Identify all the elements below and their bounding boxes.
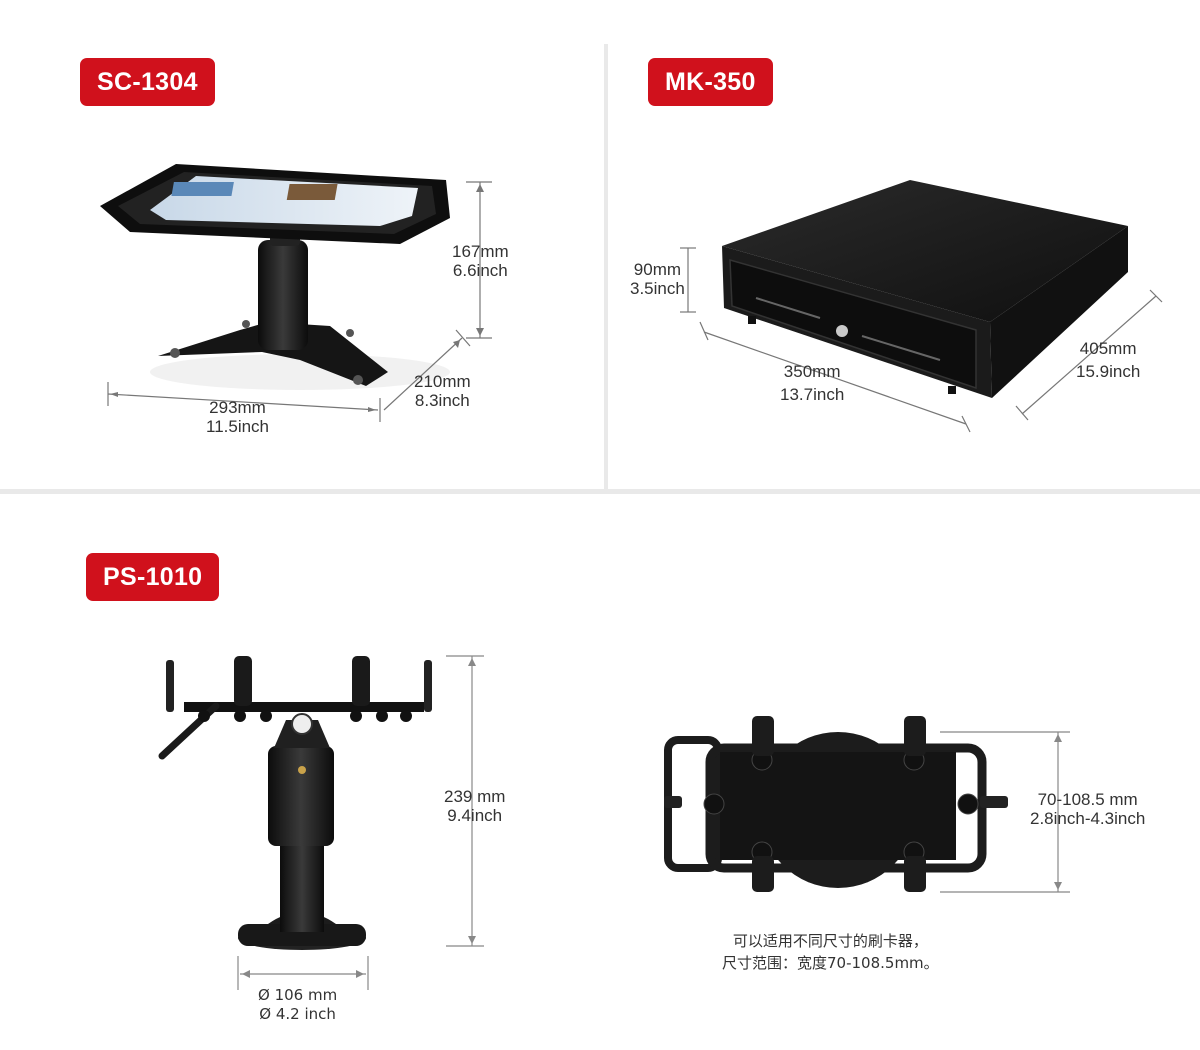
ps1010-clamp-range-inch: 2.8inch-4.3inch <box>1030 809 1146 828</box>
mk350-drawer-image <box>722 180 1128 398</box>
badge-sc1304: SC-1304 <box>80 58 215 106</box>
mk350-height-mm: 90mm <box>633 260 682 279</box>
note-line-1: 可以适用不同尺寸的刷卡器， <box>732 932 928 950</box>
mk350-dimension-lines <box>680 247 1163 433</box>
mk350-height-inch: 3.5inch <box>630 279 685 298</box>
sc1304-height-label: 167mm 6.6inch <box>452 242 509 280</box>
mk350-width-inch: 13.7inch <box>780 385 845 404</box>
sc1304-width-label: 293mm 11.5inch <box>206 398 269 436</box>
sc1304-depth-label: 210mm 8.3inch <box>414 372 471 410</box>
sc1304-depth-inch: 8.3inch <box>414 391 470 410</box>
ps1010-height-label: 239 mm 9.4inch <box>444 787 505 825</box>
ps1010-height-mm: 239 mm <box>444 787 506 806</box>
ps1010-base-mm: Ø 106 mm <box>258 986 338 1004</box>
ps1010-height-inch: 9.4inch <box>447 806 503 825</box>
ps1010-clamp-range-label: 70-108.5 mm 2.8inch-4.3inch <box>1030 790 1145 828</box>
horizontal-divider <box>0 489 1200 494</box>
sc1304-dimension-lines <box>107 181 492 422</box>
ps1010-top-view-image <box>664 716 1008 892</box>
mk350-width-label: 350mm 13.7inch <box>780 360 844 406</box>
mk350-width-mm: 350mm <box>783 362 841 381</box>
sc1304-height-inch: 6.6inch <box>452 261 508 280</box>
ps1010-base-label: Ø 106 mm Ø 4.2 inch <box>258 986 337 1024</box>
badge-ps1010: PS-1010 <box>86 553 220 601</box>
sc1304-depth-mm: 210mm <box>414 372 471 391</box>
sc1304-height-mm: 167mm <box>452 242 509 261</box>
mk350-depth-inch: 15.9inch <box>1076 362 1141 381</box>
badge-mk350: MK-350 <box>648 58 773 106</box>
mk350-height-label: 90mm 3.5inch <box>630 260 685 298</box>
mk350-depth-mm: 405mm <box>1079 339 1137 358</box>
ps1010-stand-image <box>158 656 432 950</box>
sc1304-stand-image <box>100 164 450 390</box>
ps1010-clamp-range-mm: 70-108.5 mm <box>1037 790 1138 809</box>
sc1304-width-inch: 11.5inch <box>206 417 270 436</box>
ps1010-base-inch: Ø 4.2 inch <box>259 1005 336 1023</box>
vertical-divider <box>604 44 608 491</box>
mk350-depth-label: 405mm 15.9inch <box>1076 337 1140 383</box>
ps1010-dimension-lines <box>237 655 1070 990</box>
sc1304-width-mm: 293mm <box>209 398 266 417</box>
note-line-2: 尺寸范围：宽度70-108.5mm。 <box>722 954 939 972</box>
ps1010-compatibility-note: 可以适用不同尺寸的刷卡器， 尺寸范围：宽度70-108.5mm。 <box>722 930 939 974</box>
